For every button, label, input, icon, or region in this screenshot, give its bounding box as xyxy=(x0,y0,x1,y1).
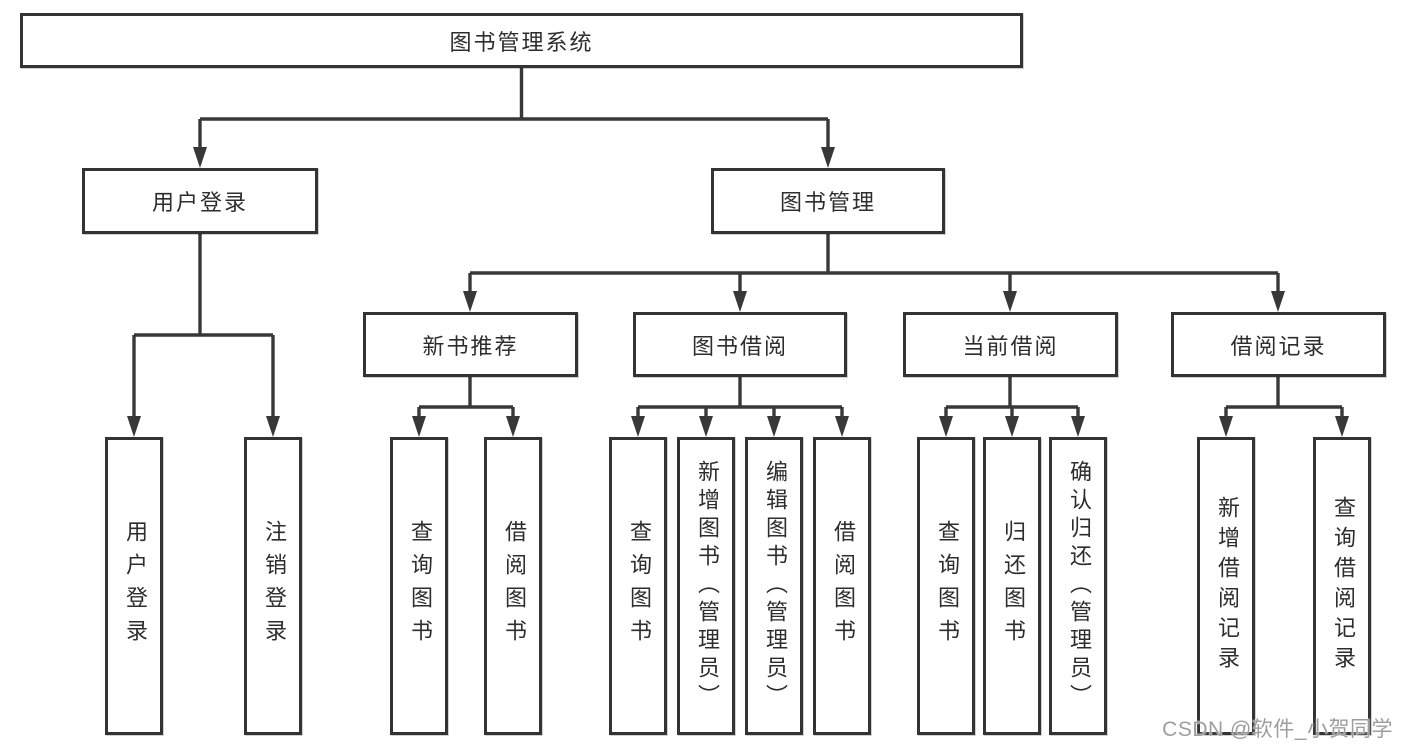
connector-root-to-level2 xyxy=(198,68,830,149)
connector-new-book-rec-children xyxy=(417,377,515,419)
node-new-book-recommendation: 新书推荐 xyxy=(363,312,578,377)
leaf-user-login: 用户登录 xyxy=(105,437,163,735)
leaf-borrow-books-borrowing: 借阅图书 xyxy=(813,437,871,735)
connector-current-borrowing-children xyxy=(944,377,1080,419)
node-library-management-system: 图书管理系统 xyxy=(20,13,1023,68)
csdn-watermark: CSDN @软件_小贺同学 xyxy=(1162,718,1393,741)
node-borrowing-records: 借阅记录 xyxy=(1171,312,1386,377)
node-current-borrowing: 当前借阅 xyxy=(903,312,1118,377)
leaf-borrow-books-recommendation: 借阅图书 xyxy=(484,437,542,735)
node-book-borrowing: 图书借阅 xyxy=(633,312,847,377)
connector-borrowing-records-children xyxy=(1224,377,1344,419)
node-book-management: 图书管理 xyxy=(711,168,945,234)
connector-book-management-children xyxy=(468,234,1280,294)
leaf-search-books-current: 查询图书 xyxy=(917,437,975,735)
leaf-return-books: 归还图书 xyxy=(983,437,1041,735)
connector-book-borrowing-children xyxy=(636,377,844,419)
leaf-search-books-borrowing: 查询图书 xyxy=(609,437,667,735)
leaf-add-borrow-record: 新增借阅记录 xyxy=(1197,437,1255,735)
leaf-edit-book-admin: 编辑图书（管理员） xyxy=(745,437,803,735)
leaf-search-books-recommendation: 查询图书 xyxy=(390,437,448,735)
connector-user-login-children xyxy=(132,234,275,419)
node-user-login: 用户登录 xyxy=(82,168,318,234)
leaf-logout: 注销登录 xyxy=(244,437,302,735)
leaf-search-borrow-record: 查询借阅记录 xyxy=(1313,437,1371,735)
leaf-add-book-admin: 新增图书（管理员） xyxy=(677,437,735,735)
leaf-confirm-return-admin: 确认归还（管理员） xyxy=(1049,437,1107,735)
